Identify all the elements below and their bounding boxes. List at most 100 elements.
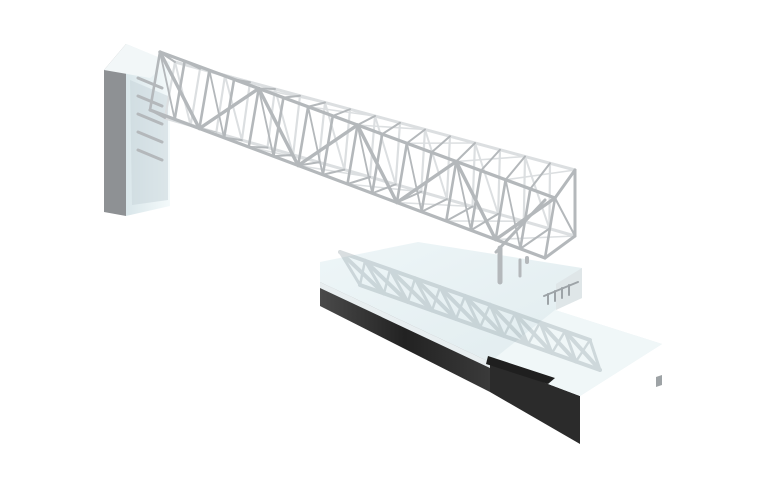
front-secondary-diagonal	[356, 124, 374, 195]
top-lateral	[307, 101, 326, 108]
back-vertical	[394, 121, 402, 186]
front-main-diagonal	[197, 86, 261, 131]
shadow-vertical	[538, 320, 554, 355]
tower-anchor-strut	[136, 130, 164, 144]
shadow-diagonal	[382, 268, 392, 295]
front-secondary-diagonal	[307, 105, 324, 176]
shadow-diagonal	[463, 294, 506, 338]
shadow-diagonal	[454, 294, 467, 321]
back-diagonal	[374, 115, 397, 186]
front-vertical	[247, 87, 261, 149]
tower-anchor-strut	[136, 112, 164, 126]
back-vertical	[522, 155, 527, 223]
top-bracing	[257, 87, 326, 104]
shadow-vertical	[388, 268, 410, 304]
shadow-diagonal	[574, 338, 592, 363]
back-diagonal	[474, 142, 500, 215]
shadow-vertical	[363, 259, 386, 295]
front-main-diagonal	[395, 159, 458, 205]
shadow-vertical	[588, 338, 602, 372]
shadow-chord	[338, 250, 592, 342]
front-main-diagonal	[257, 86, 300, 168]
bottom-lateral	[469, 212, 500, 232]
top-lateral	[455, 142, 476, 163]
truss-supports	[136, 76, 579, 305]
shadow-diagonal	[406, 277, 417, 304]
tower-shadow	[130, 80, 168, 205]
tower-top-face	[104, 44, 170, 78]
bottom-lateral	[445, 205, 474, 222]
back-vertical	[497, 148, 502, 215]
truss-shadow	[338, 250, 602, 372]
end-diagonal	[554, 197, 576, 237]
shadow-vertical	[413, 276, 434, 312]
top-lateral	[479, 148, 501, 172]
front-main-diagonal	[158, 50, 202, 131]
bottom-lateral	[321, 168, 346, 176]
deck-end-tab	[656, 375, 662, 387]
tower-anchor-strut	[136, 94, 164, 108]
deck	[320, 242, 662, 444]
shadow-diagonal	[430, 285, 442, 312]
back-vertical	[215, 74, 227, 134]
shadow-vertical	[463, 294, 482, 329]
tower-anchor-strut	[136, 76, 164, 90]
back-diagonal	[424, 128, 448, 201]
back-diagonal	[224, 74, 243, 142]
front-secondary-diagonal	[504, 178, 522, 250]
shadow-diagonal	[538, 320, 578, 364]
front-vertical	[346, 123, 359, 186]
top-lateral	[504, 155, 526, 181]
shadow-diagonal	[563, 329, 602, 372]
top-lateral	[405, 128, 426, 145]
tower-left-face	[104, 44, 126, 216]
shadow-vertical	[563, 329, 578, 363]
front-vertical	[444, 160, 458, 223]
back-vertical	[240, 81, 252, 142]
front-main-diagonal	[296, 123, 360, 168]
support-brace	[494, 198, 547, 254]
deck-lower-side	[490, 362, 580, 444]
bottom-lateral	[346, 176, 371, 185]
tower-anchor-strut	[136, 148, 164, 162]
deck-drop-step	[486, 356, 555, 384]
tower	[104, 44, 170, 216]
front-vertical	[543, 196, 557, 260]
top-lateral	[331, 108, 351, 117]
back-vertical	[163, 60, 177, 120]
deck-edge-strip	[320, 282, 490, 368]
shadow-vertical	[488, 303, 506, 338]
front-main-diagonal	[355, 123, 399, 205]
shadow-chord	[358, 283, 602, 372]
top-bracing	[307, 105, 376, 117]
front-vertical	[296, 105, 310, 167]
bottom-lateral	[519, 227, 551, 250]
back-vertical	[343, 108, 352, 171]
front-secondary-diagonal	[257, 87, 275, 158]
front-secondary-diagonal	[208, 69, 225, 139]
back-vertical	[292, 94, 302, 156]
shadow-diagonal	[526, 321, 542, 346]
front-secondary-diagonal	[159, 51, 176, 121]
shadow-diagonal	[488, 302, 530, 347]
back-vertical	[420, 128, 427, 193]
shadow-vertical	[438, 285, 458, 321]
front-secondary-diagonal	[455, 160, 472, 232]
deck-left-side	[320, 282, 490, 392]
top-lateral	[430, 135, 451, 154]
shadow-diagonal	[478, 303, 492, 329]
back-diagonal	[274, 88, 295, 156]
shadow-diagonal	[513, 311, 554, 355]
shadow-diagonal	[358, 259, 367, 287]
bottom-lateral	[420, 198, 448, 213]
shadow-diagonal	[438, 285, 482, 330]
deck-rail	[543, 281, 579, 297]
end-bottom-member	[543, 234, 577, 260]
shadow-vertical	[513, 312, 530, 346]
truss-frame	[148, 50, 577, 260]
bottom-lateral	[371, 183, 397, 195]
front-vertical	[198, 68, 211, 130]
shadow-diagonal	[388, 267, 434, 313]
